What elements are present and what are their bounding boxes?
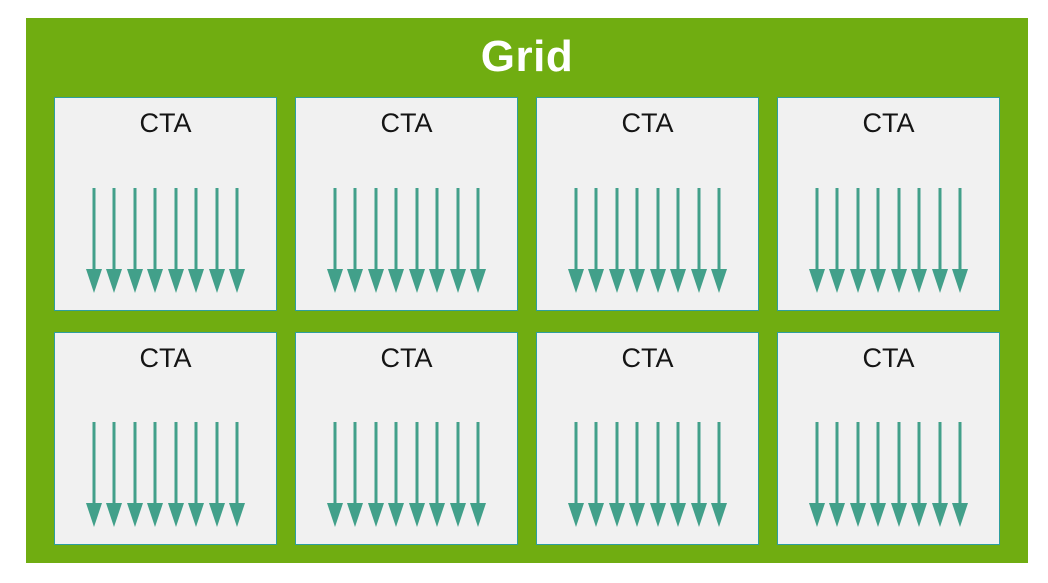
thread-arrow-icon (891, 188, 907, 293)
thread-arrow-icon (106, 422, 122, 527)
thread-arrow-icon (209, 422, 225, 527)
cta-grid-container: CTA CTA (54, 97, 1000, 545)
thread-arrow-icon (127, 422, 143, 527)
grid-title: Grid (480, 32, 574, 81)
thread-group (55, 422, 276, 527)
thread-arrow-icon (368, 422, 384, 527)
thread-arrow-icon (952, 422, 968, 527)
thread-arrow-icon (711, 422, 727, 527)
thread-arrow-icon (368, 188, 384, 293)
cta-label: CTA (862, 108, 915, 138)
thread-arrow-icon (711, 188, 727, 293)
thread-arrow-icon (86, 422, 102, 527)
thread-arrow-icon (450, 188, 466, 293)
thread-arrow-icon (691, 188, 707, 293)
cta-label: CTA (862, 342, 915, 373)
thread-arrow-icon (952, 188, 968, 293)
thread-group (296, 422, 517, 527)
thread-arrow-icon (86, 188, 102, 293)
thread-arrow-icon (850, 422, 866, 527)
grid-panel: Grid CTA CTA (26, 18, 1028, 563)
thread-arrow-icon (106, 188, 122, 293)
thread-arrow-icon (650, 422, 666, 527)
thread-arrow-icon (568, 422, 584, 527)
thread-arrow-icon (470, 422, 486, 527)
thread-arrow-icon (470, 188, 486, 293)
thread-arrow-icon (932, 188, 948, 293)
thread-arrow-icon (588, 188, 604, 293)
thread-arrow-icon (911, 422, 927, 527)
thread-arrow-icon (870, 422, 886, 527)
thread-arrow-icon (932, 422, 948, 527)
thread-arrow-icon (168, 188, 184, 293)
thread-arrow-icon (229, 422, 245, 527)
cta-block[interactable]: CTA (54, 97, 277, 311)
thread-arrow-icon (450, 422, 466, 527)
cta-block[interactable]: CTA (295, 331, 518, 545)
cta-block[interactable]: CTA (536, 331, 759, 545)
thread-arrow-icon (650, 188, 666, 293)
cta-block[interactable]: CTA (295, 97, 518, 311)
thread-arrow-icon (147, 188, 163, 293)
thread-arrow-icon (670, 422, 686, 527)
thread-arrow-icon (188, 188, 204, 293)
cta-block[interactable]: CTA (777, 331, 1000, 545)
thread-arrow-icon (188, 422, 204, 527)
thread-arrow-icon (870, 188, 886, 293)
thread-arrow-icon (327, 422, 343, 527)
thread-arrow-icon (609, 188, 625, 293)
thread-arrow-icon (588, 422, 604, 527)
cta-label: CTA (380, 108, 433, 138)
cta-label: CTA (139, 342, 192, 373)
thread-arrow-icon (327, 188, 343, 293)
thread-arrow-icon (347, 188, 363, 293)
thread-group (55, 188, 276, 293)
thread-arrow-icon (670, 188, 686, 293)
thread-arrow-icon (147, 422, 163, 527)
cta-label: CTA (380, 342, 433, 373)
cta-block[interactable]: CTA (777, 97, 1000, 311)
thread-arrow-icon (209, 188, 225, 293)
thread-arrow-icon (347, 422, 363, 527)
thread-arrow-icon (168, 422, 184, 527)
thread-arrow-icon (429, 422, 445, 527)
thread-arrow-icon (609, 422, 625, 527)
thread-arrow-icon (388, 188, 404, 293)
thread-group (537, 422, 758, 527)
thread-arrow-icon (429, 188, 445, 293)
thread-arrow-icon (127, 188, 143, 293)
cta-label: CTA (621, 108, 674, 138)
cta-label: CTA (621, 342, 674, 373)
thread-arrow-icon (891, 422, 907, 527)
thread-arrow-icon (809, 422, 825, 527)
thread-group (537, 188, 758, 293)
thread-arrow-icon (911, 188, 927, 293)
thread-arrow-icon (850, 188, 866, 293)
thread-arrow-icon (388, 422, 404, 527)
thread-group (296, 188, 517, 293)
thread-arrow-icon (829, 422, 845, 527)
thread-arrow-icon (629, 188, 645, 293)
cta-block[interactable]: CTA (54, 331, 277, 545)
cta-label: CTA (139, 108, 192, 138)
thread-arrow-icon (809, 188, 825, 293)
thread-arrow-icon (691, 422, 707, 527)
cta-block[interactable]: CTA (536, 97, 759, 311)
thread-arrow-icon (568, 188, 584, 293)
thread-group (778, 188, 999, 293)
thread-group (778, 422, 999, 527)
thread-arrow-icon (829, 188, 845, 293)
thread-arrow-icon (409, 188, 425, 293)
thread-arrow-icon (629, 422, 645, 527)
thread-arrow-icon (229, 188, 245, 293)
thread-arrow-icon (409, 422, 425, 527)
